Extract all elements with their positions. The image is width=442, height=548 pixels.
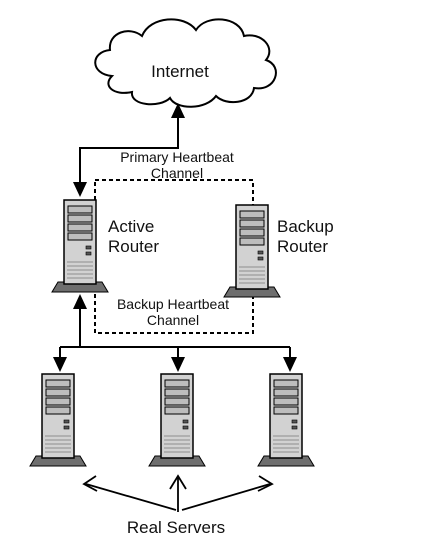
backup-router-line1: Backup [277,217,334,236]
active-router-label: Active Router [108,217,159,257]
arrowhead-icon [257,475,274,492]
internet-label: Internet [151,62,209,81]
real-servers-label: Real Servers [126,518,226,537]
arrow-up-icon [73,294,87,309]
arrowhead-icon [82,475,98,492]
backup-router-line2: Router [277,237,329,256]
backup-heartbeat-line2: Channel [146,312,200,328]
label-pointer-line [85,483,177,511]
internet-cloud-shape [94,18,277,108]
label-pointer-line [181,483,271,511]
arrowhead-icon [169,474,187,490]
real-server-1-icon [29,373,87,467]
arrow-down-icon [73,182,87,197]
primary-heartbeat-line2: Channel [150,165,204,181]
active-router-line2: Router [108,237,160,256]
arrow-down-icon [283,357,297,372]
arrow-down-icon [171,357,185,372]
real-server-3-icon [257,373,315,467]
backup-router-label: Backup Router [277,217,334,257]
primary-heartbeat-line1: Primary Heartbeat [120,149,234,165]
arrow-up-icon [171,103,185,118]
active-router-line1: Active [108,217,155,236]
real-server-2-icon [148,373,206,467]
active-router-server-icon [51,199,109,293]
primary-heartbeat-label: Primary Heartbeat Channel [104,149,250,181]
arrow-down-icon [53,357,67,372]
backup-router-server-icon [223,204,281,298]
internet-link-line [79,112,179,186]
backup-heartbeat-line1: Backup Heartbeat [116,296,230,312]
backup-heartbeat-label: Backup Heartbeat Channel [98,296,248,328]
